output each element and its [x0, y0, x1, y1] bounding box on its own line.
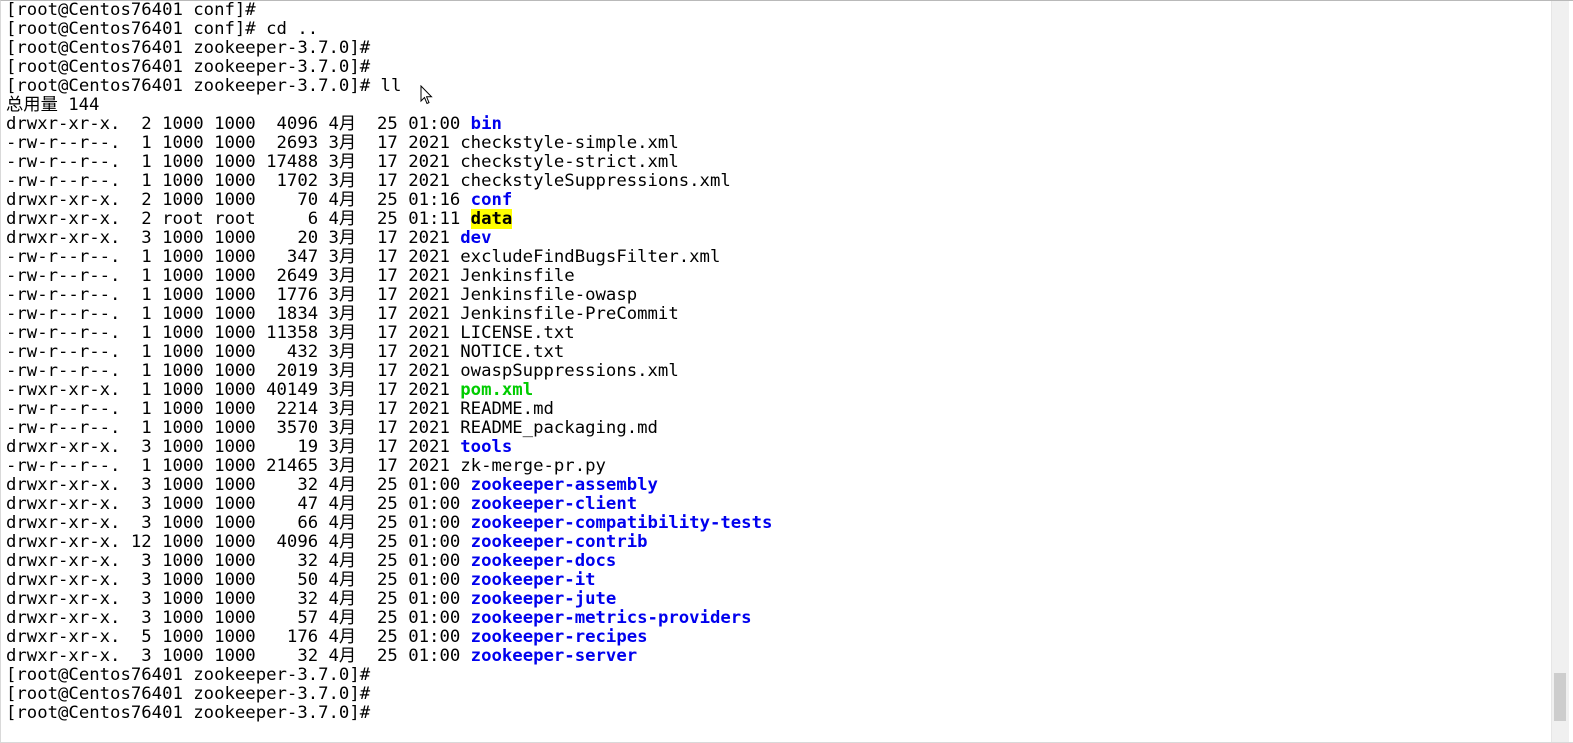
terminal-line: -rw-r--r--. 1 1000 1000 11358 3月 17 2021…: [6, 324, 1546, 343]
directory-name: zookeeper-metrics-providers: [470, 608, 752, 628]
terminal-text: drwxr-xr-x. 3 1000 1000 32 4月 25 01:00: [6, 589, 471, 609]
directory-name: zookeeper-jute: [470, 589, 617, 609]
terminal-text: 总用量 144: [6, 95, 100, 115]
terminal-text: drwxr-xr-x. 12 1000 1000 4096 4月 25 01:0…: [6, 532, 471, 552]
terminal-text: [root@Centos76401 conf]#: [6, 1, 256, 20]
terminal-text: drwxr-xr-x. 3 1000 1000 20 3月 17 2021: [6, 228, 461, 248]
terminal-line: -rw-r--r--. 1 1000 1000 2693 3月 17 2021 …: [6, 134, 1546, 153]
terminal-text: drwxr-xr-x. 2 1000 1000 4096 4月 25 01:00: [6, 114, 471, 134]
terminal-text: -rw-r--r--. 1 1000 1000 21465 3月 17 2021…: [6, 456, 606, 476]
terminal-line: drwxr-xr-x. 3 1000 1000 19 3月 17 2021 to…: [6, 438, 1546, 457]
directory-name: zookeeper-recipes: [470, 627, 648, 647]
terminal-text: drwxr-xr-x. 3 1000 1000 19 3月 17 2021: [6, 437, 461, 457]
directory-name: zookeeper-assembly: [470, 475, 658, 495]
terminal-line: drwxr-xr-x. 3 1000 1000 32 4月 25 01:00 z…: [6, 647, 1546, 666]
terminal-line: drwxr-xr-x. 3 1000 1000 20 3月 17 2021 de…: [6, 229, 1546, 248]
terminal-line: drwxr-xr-x. 2 1000 1000 70 4月 25 01:16 c…: [6, 191, 1546, 210]
terminal-text: drwxr-xr-x. 3 1000 1000 66 4月 25 01:00: [6, 513, 471, 533]
terminal-text: -rw-r--r--. 1 1000 1000 2019 3月 17 2021 …: [6, 361, 679, 381]
directory-name: bin: [470, 114, 502, 134]
directory-name: zookeeper-it: [470, 570, 596, 590]
mouse-pointer-icon: [420, 85, 433, 105]
scrollbar-thumb[interactable]: [1554, 673, 1566, 721]
terminal-line: -rw-r--r--. 1 1000 1000 432 3月 17 2021 N…: [6, 343, 1546, 362]
terminal-line: -rw-r--r--. 1 1000 1000 2214 3月 17 2021 …: [6, 400, 1546, 419]
terminal-line: drwxr-xr-x. 3 1000 1000 47 4月 25 01:00 z…: [6, 495, 1546, 514]
terminal-text: drwxr-xr-x. 3 1000 1000 50 4月 25 01:00: [6, 570, 471, 590]
terminal-text: [root@Centos76401 zookeeper-3.7.0]#: [6, 38, 371, 58]
terminal-line: -rw-r--r--. 1 1000 1000 1834 3月 17 2021 …: [6, 305, 1546, 324]
terminal-text: -rwxr-xr-x. 1 1000 1000 40149 3月 17 2021: [6, 380, 461, 400]
terminal-text: [root@Centos76401 zookeeper-3.7.0]#: [6, 703, 371, 723]
terminal-line: [root@Centos76401 conf]# cd ..: [6, 20, 1546, 39]
terminal-text: drwxr-xr-x. 3 1000 1000 32 4月 25 01:00: [6, 646, 471, 666]
terminal-text: drwxr-xr-x. 2 1000 1000 70 4月 25 01:16: [6, 190, 471, 210]
terminal-text: [root@Centos76401 zookeeper-3.7.0]#: [6, 57, 371, 77]
terminal-line: drwxr-xr-x. 3 1000 1000 57 4月 25 01:00 z…: [6, 609, 1546, 628]
terminal-line: -rw-r--r--. 1 1000 1000 2019 3月 17 2021 …: [6, 362, 1546, 381]
terminal-text: -rw-r--r--. 1 1000 1000 3570 3月 17 2021 …: [6, 418, 658, 438]
terminal-text: [root@Centos76401 conf]# cd ..: [6, 19, 319, 39]
terminal-line: -rw-r--r--. 1 1000 1000 1702 3月 17 2021 …: [6, 172, 1546, 191]
terminal-text: drwxr-xr-x. 5 1000 1000 176 4月 25 01:00: [6, 627, 471, 647]
terminal-text: -rw-r--r--. 1 1000 1000 2214 3月 17 2021 …: [6, 399, 554, 419]
terminal-text: drwxr-xr-x. 3 1000 1000 47 4月 25 01:00: [6, 494, 471, 514]
terminal-text: -rw-r--r--. 1 1000 1000 11358 3月 17 2021…: [6, 323, 575, 343]
terminal-text: -rw-r--r--. 1 1000 1000 432 3月 17 2021 N…: [6, 342, 565, 362]
terminal-line: [root@Centos76401 conf]#: [6, 1, 1546, 20]
terminal-line: 总用量 144: [6, 96, 1546, 115]
terminal-line: drwxr-xr-x. 12 1000 1000 4096 4月 25 01:0…: [6, 533, 1546, 552]
terminal-line: drwxr-xr-x. 2 root root 6 4月 25 01:11 da…: [6, 209, 1546, 229]
terminal-line: drwxr-xr-x. 2 1000 1000 4096 4月 25 01:00…: [6, 115, 1546, 134]
terminal-line: drwxr-xr-x. 3 1000 1000 32 4月 25 01:00 z…: [6, 552, 1546, 571]
highlighted-directory-name: data: [470, 209, 513, 229]
terminal-text: -rw-r--r--. 1 1000 1000 17488 3月 17 2021…: [6, 152, 679, 172]
terminal-line: drwxr-xr-x. 3 1000 1000 50 4月 25 01:00 z…: [6, 571, 1546, 590]
directory-name: dev: [460, 228, 492, 248]
directory-name: zookeeper-compatibility-tests: [470, 513, 773, 533]
terminal-line: -rwxr-xr-x. 1 1000 1000 40149 3月 17 2021…: [6, 381, 1546, 400]
terminal-text: -rw-r--r--. 1 1000 1000 1702 3月 17 2021 …: [6, 171, 731, 191]
terminal-text: -rw-r--r--. 1 1000 1000 2693 3月 17 2021 …: [6, 133, 679, 153]
terminal-line: -rw-r--r--. 1 1000 1000 17488 3月 17 2021…: [6, 153, 1546, 172]
terminal-line: drwxr-xr-x. 3 1000 1000 32 4月 25 01:00 z…: [6, 590, 1546, 609]
terminal-text: -rw-r--r--. 1 1000 1000 2649 3月 17 2021 …: [6, 266, 575, 286]
terminal-line: [root@Centos76401 zookeeper-3.7.0]# ll: [6, 77, 1546, 96]
terminal-line: -rw-r--r--. 1 1000 1000 347 3月 17 2021 e…: [6, 248, 1546, 267]
terminal-line: [root@Centos76401 zookeeper-3.7.0]#: [6, 704, 1546, 723]
terminal-line: [root@Centos76401 zookeeper-3.7.0]#: [6, 39, 1546, 58]
terminal-text: drwxr-xr-x. 3 1000 1000 32 4月 25 01:00: [6, 551, 471, 571]
terminal-line: drwxr-xr-x. 3 1000 1000 32 4月 25 01:00 z…: [6, 476, 1546, 495]
terminal-line: -rw-r--r--. 1 1000 1000 2649 3月 17 2021 …: [6, 267, 1546, 286]
terminal-text: [root@Centos76401 zookeeper-3.7.0]#: [6, 665, 371, 685]
terminal-text: -rw-r--r--. 1 1000 1000 1834 3月 17 2021 …: [6, 304, 679, 324]
terminal-line: -rw-r--r--. 1 1000 1000 3570 3月 17 2021 …: [6, 419, 1546, 438]
directory-name: zookeeper-client: [470, 494, 638, 514]
directory-name: tools: [460, 437, 513, 457]
directory-name: conf: [470, 190, 513, 210]
terminal-text: drwxr-xr-x. 3 1000 1000 57 4月 25 01:00: [6, 608, 471, 628]
directory-name: zookeeper-docs: [470, 551, 617, 571]
directory-name: zookeeper-contrib: [470, 532, 648, 552]
terminal-line: -rw-r--r--. 1 1000 1000 1776 3月 17 2021 …: [6, 286, 1546, 305]
terminal-line: [root@Centos76401 zookeeper-3.7.0]#: [6, 685, 1546, 704]
terminal-text: drwxr-xr-x. 3 1000 1000 32 4月 25 01:00: [6, 475, 471, 495]
terminal-line: drwxr-xr-x. 3 1000 1000 66 4月 25 01:00 z…: [6, 514, 1546, 533]
terminal-line: [root@Centos76401 zookeeper-3.7.0]#: [6, 58, 1546, 77]
terminal-text: [root@Centos76401 zookeeper-3.7.0]#: [6, 684, 371, 704]
vertical-scrollbar[interactable]: [1551, 1, 1569, 742]
terminal-text: -rw-r--r--. 1 1000 1000 347 3月 17 2021 e…: [6, 247, 721, 267]
executable-file-name: pom.xml: [460, 380, 534, 400]
terminal-line: -rw-r--r--. 1 1000 1000 21465 3月 17 2021…: [6, 457, 1546, 476]
terminal-output[interactable]: [root@Centos76401 conf]#[root@Centos7640…: [6, 1, 1546, 743]
terminal-text: [root@Centos76401 zookeeper-3.7.0]# ll: [6, 76, 402, 96]
terminal-text: -rw-r--r--. 1 1000 1000 1776 3月 17 2021 …: [6, 285, 638, 305]
terminal-line: drwxr-xr-x. 5 1000 1000 176 4月 25 01:00 …: [6, 628, 1546, 647]
terminal-text: drwxr-xr-x. 2 root root 6 4月 25 01:11: [6, 209, 471, 229]
terminal-line: [root@Centos76401 zookeeper-3.7.0]#: [6, 666, 1546, 685]
directory-name: zookeeper-server: [470, 646, 638, 666]
